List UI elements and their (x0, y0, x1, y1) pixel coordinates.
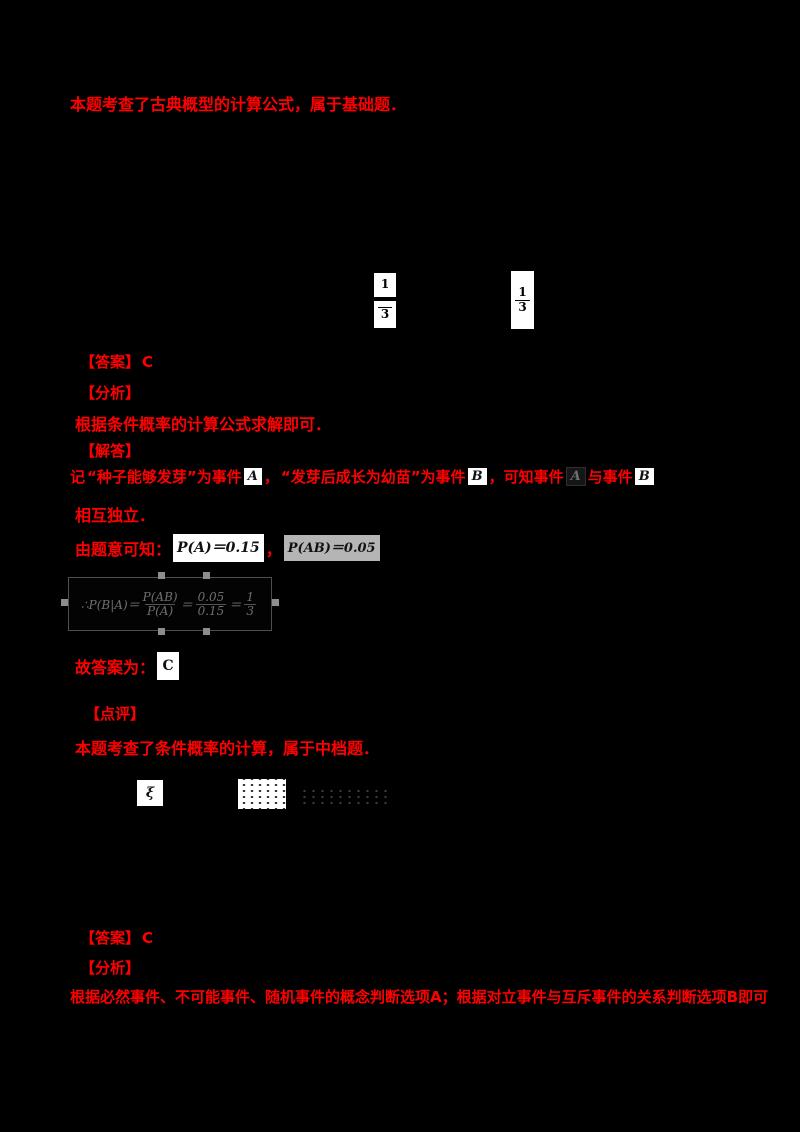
faint-formula-image (300, 788, 392, 808)
formula-image-pa: P(A)＝0.15 (173, 534, 264, 562)
sol1-p0: 记 (70, 468, 86, 486)
fraction-b-den: 3 (515, 299, 530, 314)
conclusion-label: 故答案为： (75, 658, 156, 677)
selection-handle[interactable] (61, 599, 68, 606)
sol3-comma: ， (265, 540, 282, 559)
boxed-frac1-num: P(AB) (142, 589, 178, 604)
boxed-frac1: P(AB) P(A) (143, 591, 178, 617)
fraction-image-a-denominator: 3 (374, 301, 396, 328)
solution-line-3: 由题意可知： P(A)＝0.15 ， P(AB)＝0.05 (75, 534, 380, 562)
sol3-label: 由题意可知： (75, 540, 172, 559)
formula-chip-event-a2: A (565, 467, 586, 486)
boxed-prefix: ∴P(B|A)＝ (81, 597, 140, 612)
formula-chip-event-b: B (467, 468, 487, 485)
selection-handle[interactable] (272, 599, 279, 606)
selection-handle[interactable] (203, 572, 210, 579)
boxed-frac3: 1 3 (244, 591, 256, 617)
answer-line-1: 【答案】 C (80, 351, 153, 372)
prev-question-comment: 本题考查了古典概型的计算公式，属于基础题． (70, 95, 407, 114)
sol1-p2: ， (263, 468, 279, 486)
fraction-b-num: 1 (518, 285, 527, 300)
fraction-a-den: 3 (377, 307, 393, 321)
analysis-label-1: 【分析】 (80, 384, 141, 402)
formula-image-unreadable (238, 779, 286, 809)
fraction-a-num: 1 (380, 277, 390, 292)
analysis-text-1: 根据条件概率的计算公式求解即可． (75, 415, 332, 434)
boxed-frac1-den: P(A) (145, 603, 176, 618)
answer-value-1: C (142, 352, 154, 371)
sol1-p4: ，可知事件 (488, 468, 564, 486)
sol1-p5: 与事件 (587, 468, 633, 486)
analysis-label-2: 【分析】 (80, 959, 141, 977)
fraction-image-a-numerator: 1 (374, 273, 396, 297)
answer-chip-c: C (157, 652, 180, 680)
selection-handle[interactable] (203, 628, 210, 635)
answer-label-2: 【答案】 (80, 929, 141, 947)
analysis-text-2: 根据必然事件、不可能事件、随机事件的概念判断选项A；根据对立事件与互斥事件的关系… (70, 988, 769, 1006)
sol1-p1: “种子能够发芽”为事件 (87, 468, 242, 486)
sol1-p3: “发芽后成长为幼苗”为事件 (280, 468, 466, 486)
solution-line-2: 相互独立． (75, 506, 156, 525)
solution-line-1: 记 “种子能够发芽”为事件 A ， “发芽后成长为幼苗”为事件 B ，可知事件 … (70, 466, 654, 487)
selection-handle[interactable] (158, 628, 165, 635)
formula-image-pab: P(AB)＝0.05 (283, 535, 380, 561)
answer-line-2: 【答案】 C (80, 927, 153, 948)
boxed-frac3-den: 3 (244, 603, 256, 618)
selection-handle[interactable] (158, 572, 165, 579)
comment-text: 本题考查了条件概率的计算，属于中档题． (75, 739, 380, 758)
formula-chip-event-b2: B (634, 468, 654, 485)
fraction-image-b: 1 3 (511, 271, 534, 329)
boxed-frac2-num: 0.05 (197, 589, 225, 604)
formula-chip-event-a: A (243, 468, 262, 485)
solve-label: 【解答】 (80, 442, 141, 460)
conclusion-line: 故答案为： C (75, 652, 180, 680)
answer-label-1: 【答案】 (80, 353, 141, 371)
boxed-eq2: ＝ (229, 597, 242, 612)
formula-image-xi: ξ (137, 780, 163, 806)
boxed-eq1: ＝ (180, 597, 193, 612)
boxed-frac2-den: 0.15 (195, 603, 227, 618)
comment-label: 【点评】 (85, 705, 146, 723)
boxed-frac2: 0.05 0.15 (195, 589, 227, 618)
boxed-frac3-num: 1 (246, 589, 254, 604)
boxed-formula-image[interactable]: ∴P(B|A)＝ P(AB) P(A) ＝ 0.05 0.15 ＝ 1 3 (68, 577, 272, 631)
answer-value-2: C (142, 928, 154, 947)
